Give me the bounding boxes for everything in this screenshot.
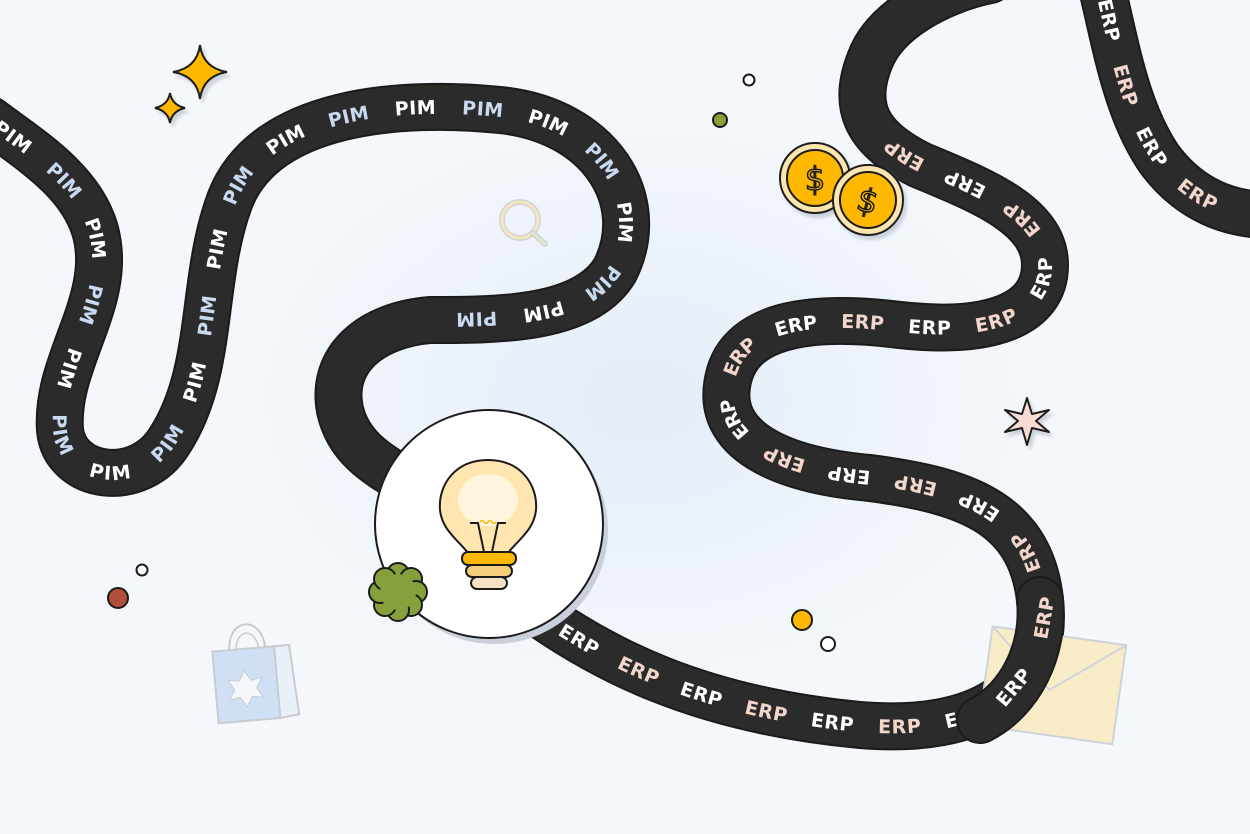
coin-dollar-icon: $	[832, 164, 904, 236]
shopping-bag-icon	[211, 623, 301, 725]
dot-decoration	[791, 609, 813, 631]
star-burst-icon	[1004, 397, 1050, 446]
pim-road: PIMPIMPIMPIMPIMPIMPIMPIMPIMPIMPIMPIMPIMP…	[0, 97, 637, 490]
dot-decoration	[712, 112, 728, 128]
magnifier-icon	[499, 199, 548, 247]
dot-decoration	[135, 563, 149, 577]
dot-decoration	[107, 587, 129, 609]
svg-text:$: $	[805, 160, 825, 198]
sparkle-icon	[154, 44, 228, 124]
dot-decoration	[742, 73, 756, 87]
flower-icon	[368, 562, 428, 622]
lightbulb-badge	[374, 409, 608, 644]
dot-decoration	[820, 636, 836, 652]
lightbulb-icon	[438, 458, 538, 590]
